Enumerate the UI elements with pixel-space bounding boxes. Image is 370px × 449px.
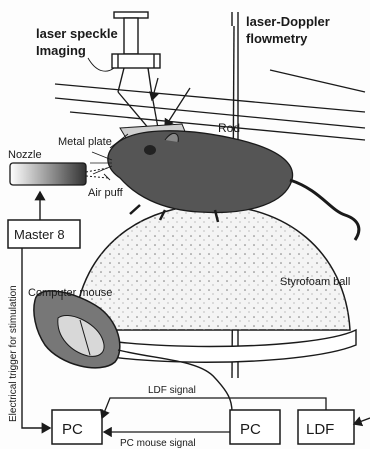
laser-speckle-camera — [112, 12, 160, 95]
label-pc-left: PC — [62, 421, 83, 438]
label-styrofoam-ball: Styrofoam ball — [280, 276, 350, 288]
rod — [55, 70, 365, 140]
label-nozzle: Nozzle — [8, 149, 42, 161]
ldf-signal-arrow — [102, 398, 326, 418]
label-laser-doppler: laser-Doppler — [246, 14, 330, 29]
label-ldf-signal: LDF signal — [148, 385, 196, 396]
label-metal-plate: Metal plate — [58, 136, 112, 148]
label-ldf: LDF — [306, 421, 334, 438]
label-laser-speckle: laser speckle — [36, 26, 118, 41]
label-flowmetry: flowmetry — [246, 31, 308, 46]
label-computer-mouse: Computer mouse — [28, 287, 112, 299]
label-imaging: Imaging — [36, 43, 86, 58]
label-electrical-trigger: Electrical trigger for stimulation — [8, 285, 19, 422]
ldf-input-arrow — [354, 418, 370, 424]
label-pc-right: PC — [240, 421, 261, 438]
label-rod: Rod — [218, 121, 240, 135]
label-master8: Master 8 — [14, 227, 65, 242]
label-pc-mouse-signal: PC mouse signal — [120, 438, 196, 449]
label-air-puff: Air puff — [88, 187, 124, 199]
